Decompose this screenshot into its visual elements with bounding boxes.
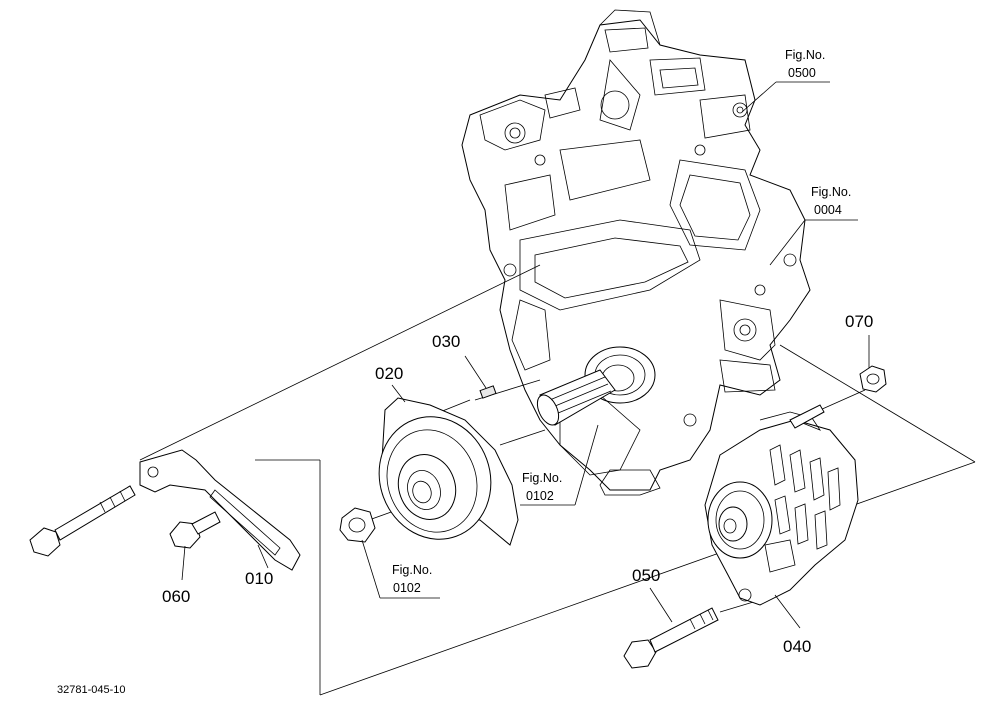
bracket-010-drawing — [139, 449, 301, 571]
fig-ref-0004[interactable]: Fig.No. 0004 — [811, 185, 851, 217]
fig-ref-0102-nut-label: Fig.No. — [392, 563, 432, 577]
nut-070-drawing — [859, 365, 887, 393]
fig-ref-0004-number: 0004 — [814, 203, 842, 217]
part-label-020: 020 — [375, 364, 403, 383]
key-030-drawing — [479, 385, 497, 399]
part-label-040: 040 — [783, 637, 811, 656]
part-label-060: 060 — [162, 587, 190, 606]
pulley-020-drawing — [378, 397, 519, 546]
long-bolt-drawing — [29, 485, 136, 557]
alternator-040-drawing — [704, 404, 859, 606]
bolt-060-drawing — [169, 511, 221, 549]
fig-ref-0500[interactable]: Fig.No. 0500 — [785, 48, 825, 80]
part-label-010: 010 — [245, 569, 273, 588]
fig-ref-0500-label: Fig.No. — [785, 48, 825, 62]
part-label-070: 070 — [845, 312, 873, 331]
part-label-030: 030 — [432, 332, 460, 351]
part-label-050: 050 — [632, 566, 660, 585]
fig-ref-0102-nut[interactable]: Fig.No. 0102 — [392, 563, 432, 595]
fig-ref-0102-nut-number: 0102 — [393, 581, 421, 595]
fig-ref-0102-shaft[interactable]: Fig.No. 0102 — [522, 471, 562, 503]
bolt-050-drawing — [623, 607, 719, 669]
fig-ref-0102-shaft-label: Fig.No. — [522, 471, 562, 485]
fig-ref-0102-shaft-number: 0102 — [526, 489, 554, 503]
fig-ref-0004-label: Fig.No. — [811, 185, 851, 199]
drawing-code: 32781-045-10 — [57, 684, 126, 696]
assembly-guide-lines — [139, 264, 976, 696]
leader-lines — [181, 81, 870, 629]
gear-case-drawing — [461, 9, 811, 496]
fig-ref-0500-number: 0500 — [788, 66, 816, 80]
pulley-nut-drawing — [339, 507, 376, 543]
